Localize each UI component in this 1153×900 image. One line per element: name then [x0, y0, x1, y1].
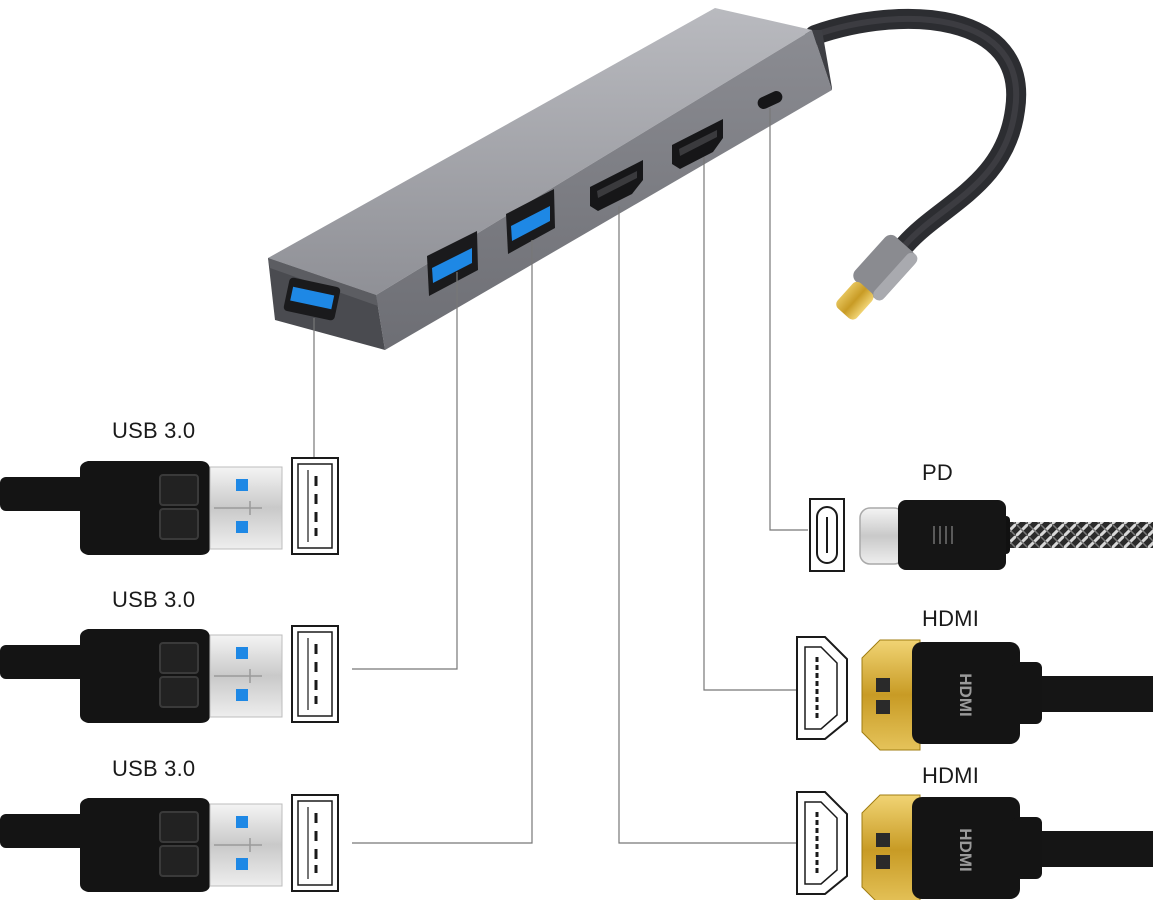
- label-hdmi-top: HDMI: [922, 606, 980, 631]
- label-usb-3-0-middle: USB 3.0: [112, 587, 196, 612]
- usb-port-symbol-1: [291, 457, 339, 555]
- usb-c-port-icon: [757, 91, 783, 109]
- leader-line-usb-2: [352, 272, 458, 670]
- usb-port-icon: [506, 189, 555, 254]
- leader-line-hdmi-1: [703, 157, 796, 691]
- leader-line-pd: [769, 108, 808, 531]
- usb-a-plug-3: [0, 798, 283, 892]
- leader-line-hdmi-2: [618, 206, 796, 844]
- label-usb-3-0-bottom: USB 3.0: [112, 756, 196, 781]
- hdmi-plug-1-text: HDMI: [956, 673, 975, 716]
- hdmi-plug-1: HDMI: [861, 639, 1153, 751]
- usb-a-plug-1: [0, 461, 283, 555]
- usb-a-plug-2: [0, 629, 283, 723]
- leader-lines: [313, 108, 808, 844]
- usb-c-port-symbol: [809, 498, 845, 572]
- usb-port-icon: [283, 277, 341, 321]
- usb-port-symbol-2: [291, 625, 339, 723]
- usb-c-cable-plug: [859, 500, 1153, 570]
- usb-c-plug: [836, 234, 918, 320]
- usb-port-symbol-3: [291, 794, 339, 892]
- hdmi-port-icon: [590, 160, 643, 211]
- label-usb-3-0-top: USB 3.0: [112, 418, 196, 443]
- usb-c-hub: [268, 8, 832, 350]
- hub-cable: [805, 8, 1027, 320]
- leader-line-usb-3: [352, 240, 533, 844]
- usb-port-icon: [427, 231, 478, 296]
- hdmi-port-symbol-2: [796, 791, 848, 895]
- hdmi-port-symbol-1: [796, 636, 848, 740]
- hdmi-plug-2: HDMI: [861, 794, 1153, 900]
- label-hdmi-bottom: HDMI: [922, 763, 980, 788]
- hdmi-plug-2-text: HDMI: [956, 828, 975, 871]
- hdmi-port-icon: [672, 119, 723, 169]
- label-pd: PD: [922, 460, 953, 485]
